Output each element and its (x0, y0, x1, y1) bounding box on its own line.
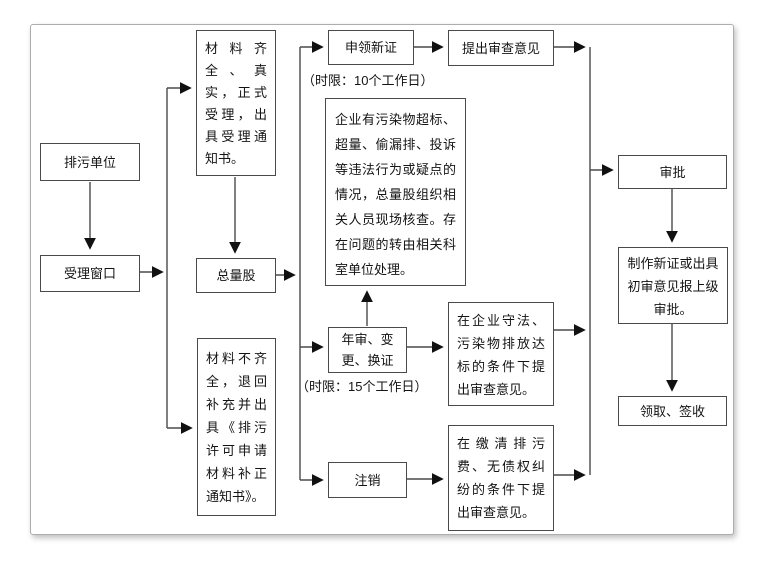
node-materials-complete: 材料齐全、真实，正式受理，出具受理通知书。 (196, 30, 276, 176)
node-annual-review-change-renewal: 年审、变更、换证 (328, 327, 407, 373)
node-apply-new-permit: 申领新证 (328, 30, 414, 65)
node-materials-incomplete: 材料不齐全，退回补充并出具《排污许可申请材料补正通知书》。 (197, 338, 276, 516)
node-acceptance-window: 受理窗口 (40, 255, 140, 292)
node-fee-paid-condition: 在缴清排污费、无债权纠纷的条件下提出审查意见。 (448, 425, 554, 531)
label-time-limit-15-days: （时限：15个工作日） (296, 379, 428, 394)
node-onsite-inspection-note: 企业有污染物超标、超量、偷漏排、投诉等违法行为或疑点的情况，总量股组织相关人员现… (325, 98, 466, 286)
node-receive-sign: 领取、签收 (618, 396, 727, 426)
node-issue-certificate: 制作新证或出具初审意见报上级审批。 (618, 247, 728, 324)
node-cancellation: 注销 (328, 462, 407, 498)
node-discharge-unit: 排污单位 (40, 143, 140, 181)
node-approval: 审批 (618, 155, 727, 189)
node-total-quantity-section: 总量股 (196, 258, 276, 293)
node-compliance-condition: 在企业守法、污染物排放达标的条件下提出审查意见。 (448, 302, 554, 406)
label-time-limit-10-days: （时限：10个工作日） (302, 73, 434, 88)
node-submit-review-opinion: 提出审查意见 (448, 30, 554, 66)
